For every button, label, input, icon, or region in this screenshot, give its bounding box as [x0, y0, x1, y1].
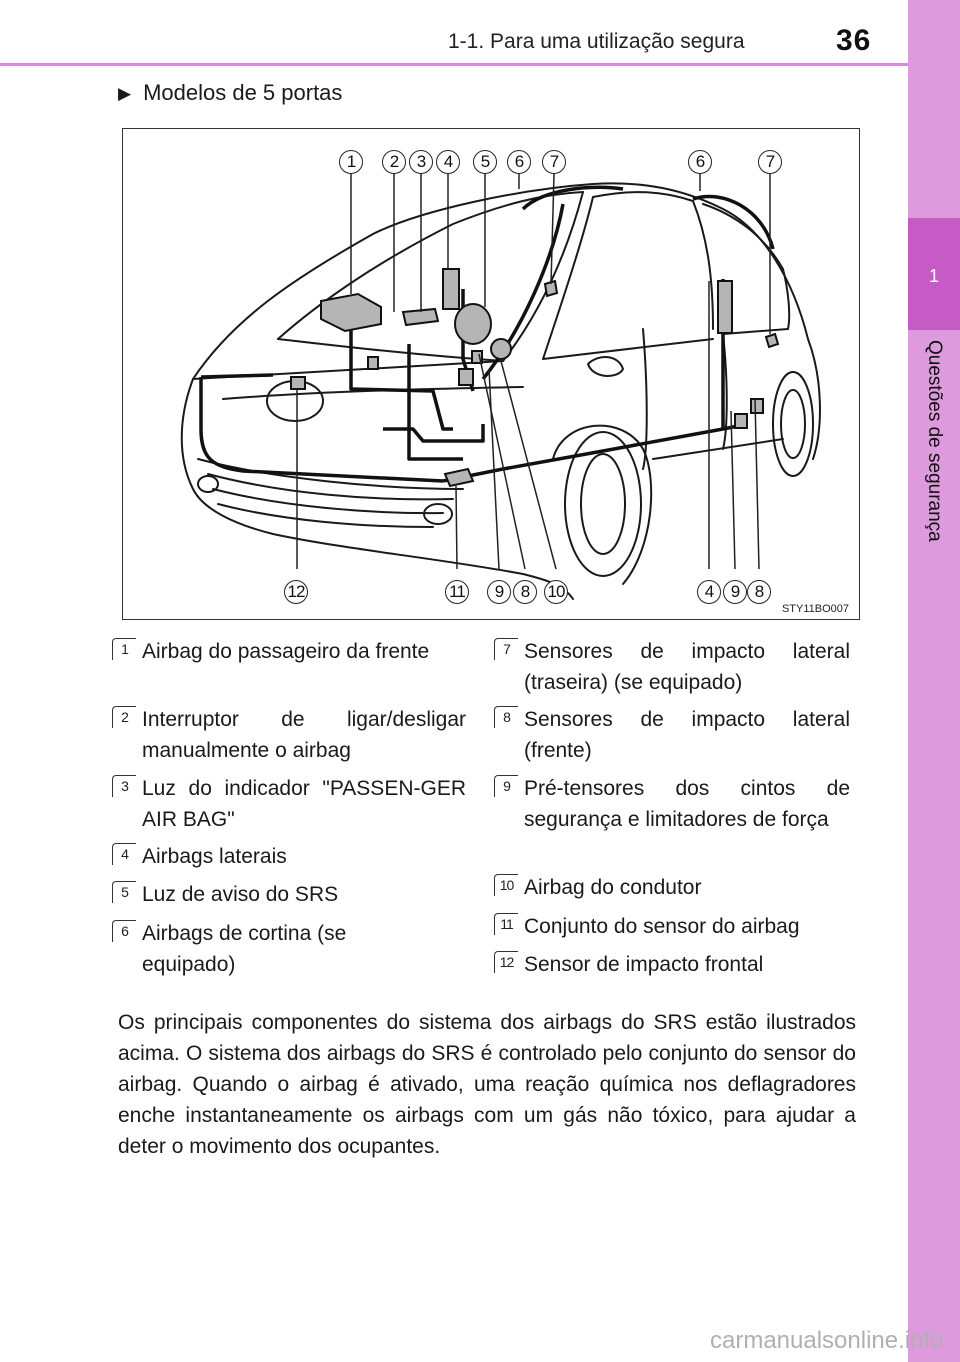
page-number: 36	[836, 24, 872, 57]
legend-item: 3 Luz do indicador "PASSEN-GER AIR BAG"	[112, 773, 466, 837]
triangle-bullet-icon: ▶	[118, 84, 132, 103]
callout-top-6: 6	[507, 150, 531, 174]
car-line-drawing	[180, 173, 821, 600]
legend-number: 2	[112, 706, 136, 728]
callout-bottom-2: 11	[445, 580, 469, 604]
callout-top-7: 7	[542, 150, 566, 174]
legend-number: 12	[494, 951, 518, 973]
legend-text: Airbag do condutor	[524, 876, 702, 899]
legend-text: Luz de aviso do SRS	[142, 883, 339, 906]
legend-item: 7 Sensores de impacto lateral (traseira)…	[494, 636, 850, 700]
callout-top-8: 6	[688, 150, 712, 174]
legend-text: Pré-tensores dos cintos de segurança e l…	[524, 777, 850, 831]
legend-text: Conjunto do sensor do airbag	[524, 915, 800, 938]
callout-bottom-4: 8	[513, 580, 537, 604]
legend-number: 4	[112, 843, 136, 865]
callout-top-3: 3	[409, 150, 433, 174]
legend-item: 10 Airbag do condutor	[494, 872, 850, 904]
callout-bottom-6: 4	[697, 580, 721, 604]
legend-item: 2 Interruptor de ligar/desligar manualme…	[112, 704, 466, 768]
chapter-number: 1	[928, 266, 939, 286]
watermark-text: carmanualsonline.info	[710, 1327, 944, 1354]
legend-number: 9	[494, 775, 518, 797]
side-tab	[908, 0, 960, 1362]
legend-item: 4 Airbags laterais	[112, 841, 466, 873]
header-rule	[0, 63, 908, 66]
callout-top-2: 2	[382, 150, 406, 174]
chapter-title: Questões de segurança	[924, 340, 945, 542]
legend-number: 1	[112, 638, 136, 660]
subheading: ▶ Modelos de 5 portas	[118, 80, 342, 106]
chapter-marker	[908, 218, 960, 330]
legend-number: 6	[112, 920, 136, 942]
legend-item: 8 Sensores de impacto lateral (frente)	[494, 704, 850, 768]
legend-item: 11 Conjunto do sensor do airbag	[494, 911, 850, 943]
callout-top-1: 1	[339, 150, 363, 174]
legend-number: 3	[112, 775, 136, 797]
subheading-text: Modelos de 5 portas	[143, 80, 343, 105]
legend-text: Sensor de impacto frontal	[524, 953, 764, 976]
section-title: 1-1. Para uma utilização segura	[448, 30, 745, 53]
callout-top-5: 5	[473, 150, 497, 174]
callout-bottom-7: 9	[723, 580, 747, 604]
legend-item: 5 Luz de aviso do SRS	[112, 879, 466, 911]
legend-number: 10	[494, 874, 518, 896]
body-paragraph: Os principais componentes do sistema dos…	[118, 1011, 856, 1158]
figure-code: STY11BO007	[781, 603, 849, 615]
legend-number: 5	[112, 881, 136, 903]
callout-bottom-8: 8	[747, 580, 771, 604]
legend-number: 7	[494, 638, 518, 660]
callout-bottom-5: 10	[544, 580, 568, 604]
legend-item: 1 Airbag do passageiro da frente	[112, 636, 466, 700]
callout-bottom-3: 9	[487, 580, 511, 604]
callout-top-9: 7	[758, 150, 782, 174]
legend-text: Airbags laterais	[142, 845, 287, 868]
legend-text: Luz do indicador "PASSEN-GER AIR BAG"	[142, 777, 466, 831]
legend-text: Sensores de impacto lateral (frente)	[524, 708, 850, 762]
legend-item: 6 Airbags de cortina (se equipado)	[112, 918, 466, 982]
legend-text: Interruptor de ligar/desligar manualment…	[142, 708, 466, 762]
legend-item: 9 Pré-tensores dos cintos de segurança e…	[494, 773, 850, 869]
callout-bottom-1: 12	[284, 580, 308, 604]
legend-number: 11	[494, 913, 518, 935]
legend-item: 12 Sensor de impacto frontal	[494, 949, 850, 981]
legend-text: Sensores de impacto lateral (traseira) (…	[524, 640, 850, 694]
legend-text: Airbags de cortina (se equipado)	[142, 922, 347, 976]
legend-number: 8	[494, 706, 518, 728]
callout-top-4: 4	[436, 150, 460, 174]
legend-text: Airbag do passageiro da frente	[142, 640, 430, 663]
airbag-diagram: 1 2 3 4 5 6 7 6 7 12 11 9 8 10 4 9 8 STY…	[122, 128, 860, 620]
